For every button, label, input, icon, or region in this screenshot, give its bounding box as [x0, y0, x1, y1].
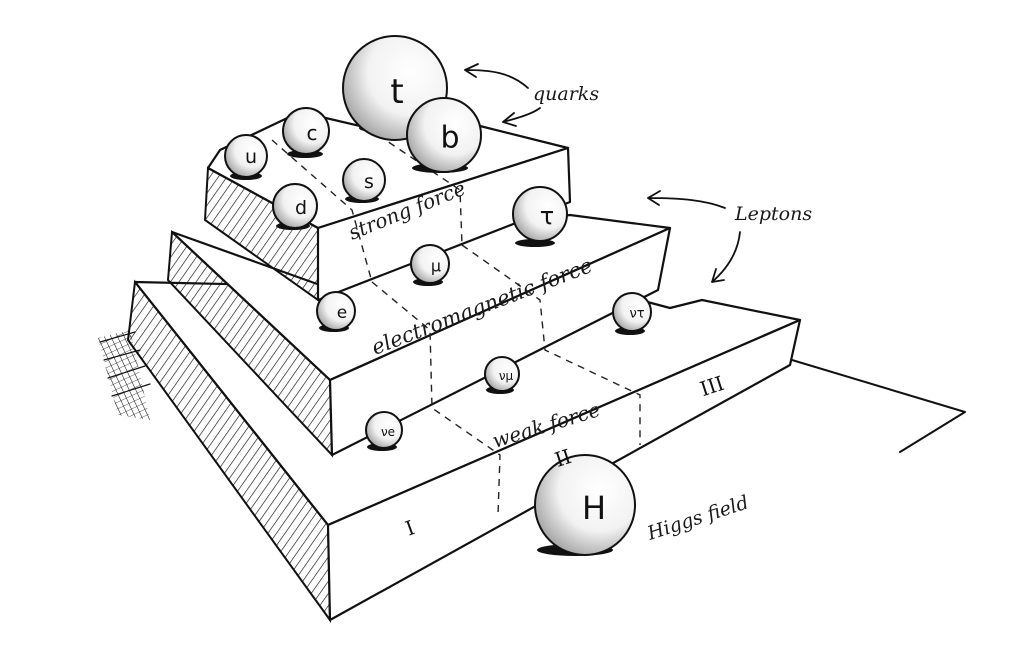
symbol-d: d — [295, 197, 307, 219]
label-leptons: Leptons — [734, 203, 812, 225]
particle-nu-tau: ντ — [612, 292, 652, 335]
symbol-H: H — [582, 489, 606, 527]
particle-nu-mu: νμ — [484, 356, 520, 394]
label-quarks: quarks — [533, 83, 599, 105]
particle-mu: μ — [410, 244, 450, 286]
particle-u: u — [224, 134, 268, 180]
symbol-mu: μ — [431, 257, 441, 276]
step-middle — [166, 213, 672, 458]
symbol-tau: τ — [540, 202, 554, 230]
label-higgs-field: Higgs field — [644, 491, 752, 545]
ground-shadow — [98, 330, 151, 420]
symbol-b: b — [440, 121, 459, 156]
particle-s: s — [342, 158, 386, 203]
arrow-quarks-b — [502, 107, 541, 127]
particle-c: c — [282, 107, 330, 158]
symbol-e: e — [337, 303, 347, 323]
particle-d: d — [272, 183, 318, 230]
symbol-s: s — [364, 171, 374, 193]
particle-b: b — [406, 97, 482, 173]
arrow-leptons-tau — [647, 190, 726, 209]
particle-H: H — [534, 454, 636, 556]
horizon-lines — [791, 359, 966, 453]
arrow-leptons-nu — [711, 231, 741, 283]
symbol-nu-mu: νμ — [499, 369, 514, 383]
arrow-quarks-t — [464, 63, 529, 89]
symbol-nu-tau: ντ — [629, 307, 644, 322]
particles: t b c u s d τ — [224, 35, 652, 556]
particle-e: e — [316, 291, 356, 332]
symbol-nu-e: νe — [381, 425, 395, 439]
particle-tau: τ — [512, 186, 568, 247]
particle-nu-e: νe — [365, 411, 403, 451]
symbol-c: c — [307, 121, 318, 145]
symbol-t: t — [390, 72, 403, 112]
generation-dividers — [271, 134, 641, 516]
generation-II: II — [552, 444, 574, 472]
symbol-u: u — [245, 146, 257, 168]
